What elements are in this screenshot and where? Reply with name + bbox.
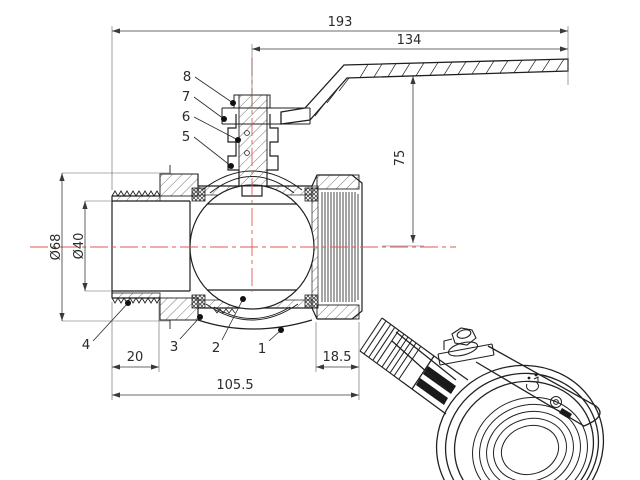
- handle-lever: [280, 58, 569, 125]
- iso-handle-logo: [550, 396, 562, 408]
- stem-shaft: [238, 94, 268, 187]
- retainer-thread: [213, 308, 236, 314]
- dim-label-total-length: 193: [328, 15, 353, 30]
- dim-label-bore-dia: Ø40: [72, 233, 87, 260]
- callout-2: 2: [212, 296, 246, 356]
- callout-7: 7: [182, 89, 227, 122]
- dim-label-male-thread-length: 20: [127, 350, 144, 365]
- dim-label-body-od: Ø68: [49, 234, 64, 261]
- ball-seats: [191, 187, 319, 309]
- dimension-total-length: 193: [112, 15, 568, 34]
- isometric-view: [359, 317, 605, 480]
- callout-label-1: 1: [258, 341, 267, 357]
- stem-flange: [221, 107, 311, 125]
- callout-5: 5: [182, 129, 234, 169]
- iso-body: [400, 347, 469, 415]
- callout-1: 1: [258, 327, 284, 357]
- thread-crest-bottom: [111, 297, 161, 304]
- handle-hatch-ticks: [314, 58, 565, 117]
- callout-4: 4: [82, 300, 131, 353]
- callout-label-6: 6: [182, 109, 191, 125]
- iso-handle-text-block: [559, 408, 572, 419]
- dim-label-handle-length: 134: [397, 33, 422, 48]
- callout-8: 8: [183, 69, 236, 106]
- iso-handle: [475, 345, 601, 427]
- gland-right: [266, 114, 279, 186]
- callout-label-5: 5: [182, 129, 191, 145]
- dimension-body-od: Ø68: [49, 173, 65, 321]
- dimension-female-thread-length: 18.5: [316, 350, 359, 370]
- iso-male-thread: [359, 317, 424, 382]
- callout-label-8: 8: [183, 69, 192, 85]
- callout-label-7: 7: [182, 89, 191, 105]
- iso-stem-nut: [437, 327, 495, 366]
- callout-6: 6: [182, 109, 241, 143]
- dim-label-female-thread-length: 18.5: [323, 350, 352, 365]
- iso-female-port: [391, 331, 605, 480]
- gland-left: [227, 114, 240, 186]
- dimension-bore-dia: Ø40: [72, 201, 88, 291]
- part-callouts: 8 7 6 5 4 3 2 1: [82, 69, 284, 357]
- dim-label-body-length: 105.5: [216, 378, 253, 393]
- callout-label-4: 4: [82, 337, 91, 353]
- thread-crest-top: [111, 190, 161, 197]
- stem-assembly: [221, 94, 311, 187]
- male-thread-end: [111, 190, 190, 304]
- iso-handle-rotation-symbol: [526, 376, 539, 392]
- cross-section-view: [111, 58, 569, 330]
- hex-body-section: [159, 165, 199, 329]
- dimension-male-thread-length: 20: [112, 350, 159, 370]
- dimension-body-length: 105.5: [112, 378, 359, 398]
- dim-label-handle-height: 75: [393, 150, 408, 167]
- dimension-handle-height: 75: [393, 76, 416, 243]
- dimension-handle-length: 134: [252, 33, 568, 52]
- female-thread-end: [316, 174, 363, 320]
- dimensions: 193 134 75 Ø68 Ø40: [49, 15, 569, 400]
- callout-3: 3: [170, 314, 203, 355]
- callout-label-3: 3: [170, 339, 179, 355]
- iso-label-block-1: [423, 366, 456, 394]
- extension-lines: [62, 26, 569, 400]
- callout-label-2: 2: [212, 340, 221, 356]
- iso-label-block-2: [416, 378, 448, 405]
